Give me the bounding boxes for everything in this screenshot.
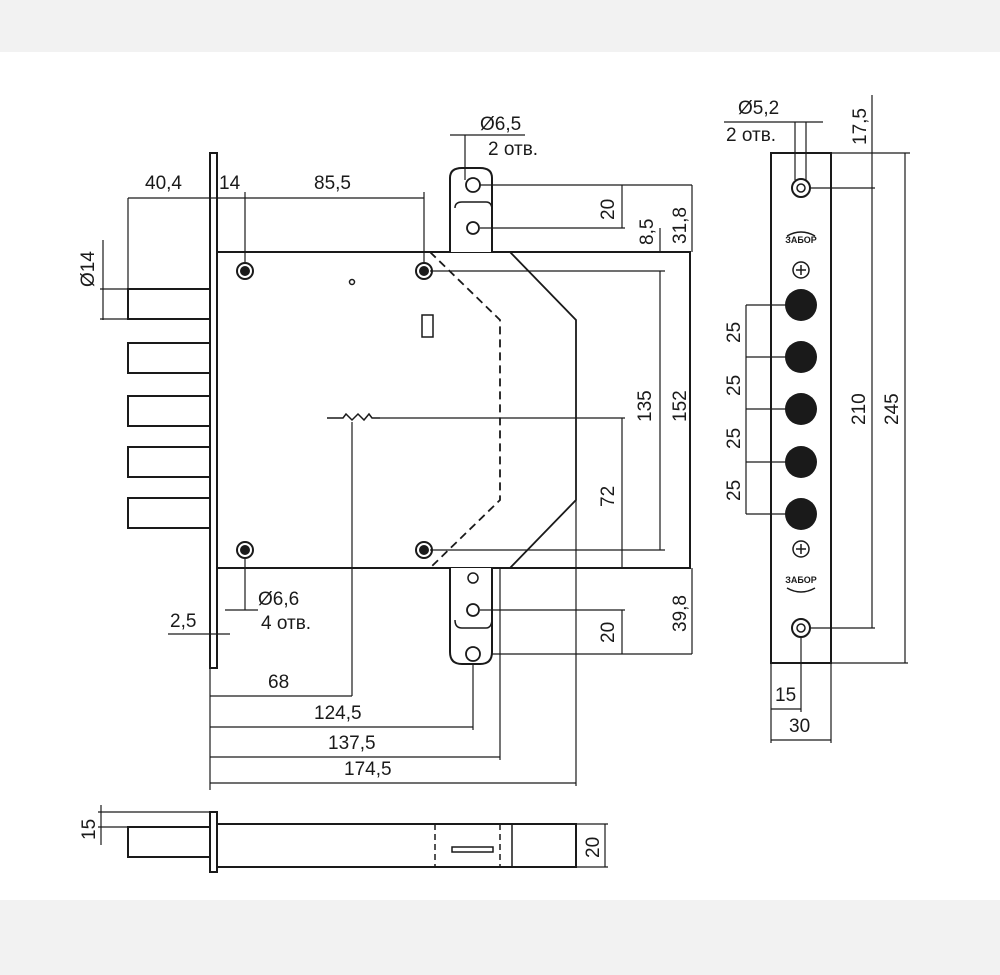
dim-bottom-15: 15 <box>79 819 100 840</box>
dim-mount-hole-count: 4 отв. <box>261 613 311 634</box>
dim-135: 135 <box>635 390 656 422</box>
mount-holes <box>236 262 433 559</box>
dim-85-5: 85,5 <box>314 173 351 194</box>
dim-40-4: 40,4 <box>145 173 182 194</box>
bolt-hole <box>785 393 817 425</box>
brand-logo-top: ЗАБОР <box>785 235 817 245</box>
lock-bottom-view <box>127 811 577 873</box>
bolt <box>127 395 211 427</box>
screw-top <box>792 261 810 279</box>
dim-side-hole: Ø5,2 <box>738 98 779 119</box>
lock-body <box>217 251 691 569</box>
dim-strike-hole-count: 2 отв. <box>488 139 538 160</box>
bottom-bolt <box>127 826 211 858</box>
cam-plate <box>509 251 577 569</box>
bolt-hole <box>785 446 817 478</box>
dim-side-hole-count: 2 отв. <box>726 125 776 146</box>
dim-152: 152 <box>670 390 691 422</box>
dim-8-5: 8,5 <box>637 219 658 245</box>
dim-137-5: 137,5 <box>328 733 376 754</box>
dim-72: 72 <box>598 486 619 507</box>
dim-pitch-2: 25 <box>724 375 745 396</box>
side-dimension-labels: Ø5,2 2 отв. 17,5 25 25 25 25 210 245 15 … <box>724 98 903 737</box>
mount-hole-bottom <box>791 618 811 638</box>
pin-icon <box>348 278 356 286</box>
dim-210: 210 <box>849 393 870 425</box>
bolt-hole <box>785 289 817 321</box>
dim-pitch-1: 25 <box>724 322 745 343</box>
bottom-dimension-lines <box>98 805 608 868</box>
dim-pitch-3: 25 <box>724 428 745 449</box>
brand-logo-bottom: ЗАБОР <box>785 575 817 585</box>
key-profile <box>327 412 380 422</box>
bottom-body <box>216 823 577 868</box>
bottom-dimension-labels: 15 20 <box>79 819 604 858</box>
bottom-faceplate <box>209 811 218 873</box>
dim-side-15: 15 <box>775 685 796 706</box>
dim-14: 14 <box>219 173 241 194</box>
dim-bottom-20: 20 <box>583 837 604 858</box>
dim-124-5: 124,5 <box>314 703 362 724</box>
dim-245: 245 <box>882 393 903 425</box>
slot <box>451 846 494 853</box>
dim-side-30: 30 <box>789 716 810 737</box>
front-dimension-labels: 40,4 14 85,5 Ø14 2,5 Ø6,6 4 отв. Ø6,5 2 … <box>78 114 691 780</box>
dim-20-top: 20 <box>598 199 619 220</box>
bolt-hole <box>785 341 817 373</box>
faceplate <box>209 152 218 669</box>
front-dimension-lines <box>100 134 693 790</box>
side-dimension-lines <box>724 95 910 743</box>
hidden-mechanism <box>429 251 501 569</box>
dim-174-5: 174,5 <box>344 759 392 780</box>
dim-31-8: 31,8 <box>670 207 691 244</box>
dim-bolt-dia: Ø14 <box>78 251 99 287</box>
bolt <box>127 288 211 320</box>
dim-pitch-4: 25 <box>724 480 745 501</box>
dim-mount-hole: Ø6,6 <box>258 589 299 610</box>
keyhole-slot <box>421 314 434 338</box>
strike-tab-top <box>449 167 493 252</box>
dim-68: 68 <box>268 672 289 693</box>
dim-20-bottom: 20 <box>598 622 619 643</box>
mount-hole-top <box>791 178 811 198</box>
dim-strike-hole: Ø6,5 <box>480 114 521 135</box>
lock-front-view <box>127 152 691 696</box>
faceplate-side-view: ЗАБОР ЗАБОР <box>770 152 832 664</box>
dim-17-5: 17,5 <box>850 108 871 145</box>
bolt <box>127 446 211 478</box>
bolt <box>127 497 211 529</box>
bolts <box>127 288 211 529</box>
bolt-hole <box>785 498 817 530</box>
dim-39-8: 39,8 <box>670 595 691 632</box>
bolt <box>127 342 211 374</box>
screw-bottom <box>792 540 810 558</box>
dim-2-5: 2,5 <box>170 611 196 632</box>
